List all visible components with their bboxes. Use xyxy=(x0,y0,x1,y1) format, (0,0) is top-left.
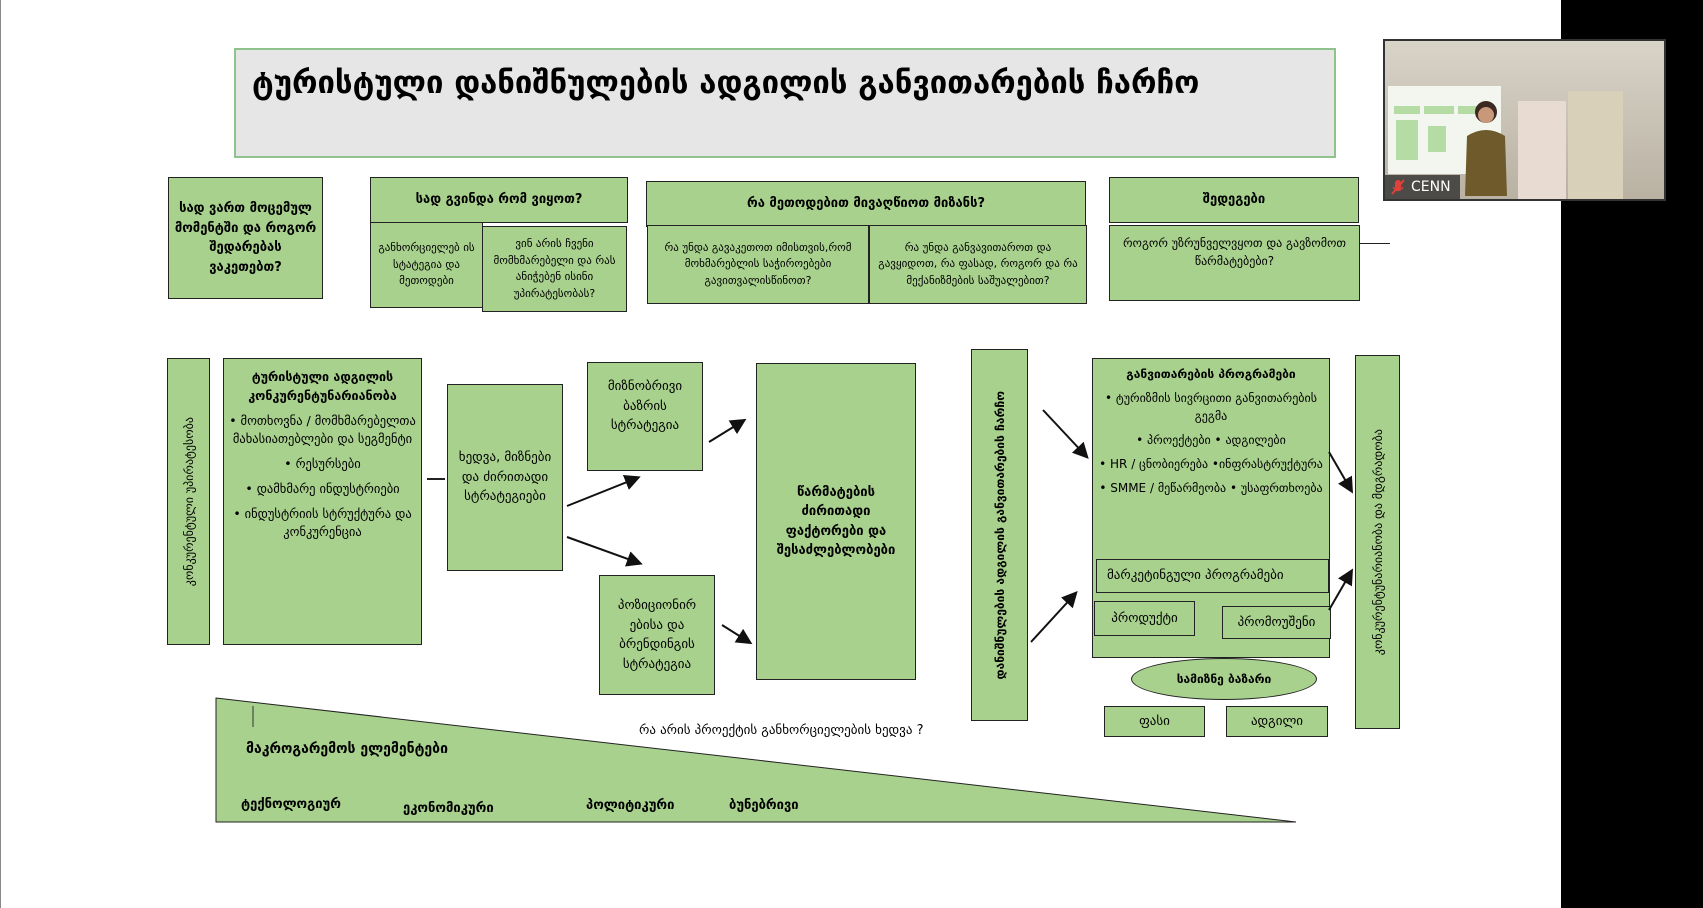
mic-muted-icon xyxy=(1391,179,1405,195)
vertical-right-box: კონკურენტუნარიანობა და მდგრადობა xyxy=(1355,355,1400,729)
participant-name: CENN xyxy=(1411,179,1451,195)
competitiveness-item: • მოთხოვნა / მომხმარებელთა მახასიათებლებ… xyxy=(229,412,416,447)
results-body: როგორ უზრუნველვყოთ და გავზომოთ წარმატებე… xyxy=(1109,225,1360,301)
place-box: ადგილი xyxy=(1226,706,1328,737)
development-item: • ტურიზმის სივრცითი განვითარების გეგმა xyxy=(1105,391,1317,423)
target-market-ellipse: სამიზნე ბაზარი xyxy=(1131,658,1317,700)
slide: ტურისტული დანიშნულების ადგილის განვითარე… xyxy=(0,0,1561,908)
projector-screen xyxy=(1388,86,1501,174)
macro-item-political: პოლიტიკური xyxy=(586,798,675,813)
target-market-strategy-box: მიზნობრივი ბაზრის სტრატეგია xyxy=(587,362,703,471)
product-box: პროდუქტი xyxy=(1094,601,1195,636)
competitiveness-item: • ინდუსტრიის სტრუქტურა და კონკურენცია xyxy=(233,505,412,540)
price-box: ფასი xyxy=(1104,706,1205,737)
implementation-vision-question: რა არის პროექტის განხორციელების ხედვა ? xyxy=(639,723,924,738)
competitiveness-title: ტურისტული ადგილის კონკურენტუნარიანობა xyxy=(248,369,397,403)
presenter-figure xyxy=(1465,101,1507,196)
customer-preferences-box: ვინ არის ჩვენი მომხმარებელი და რას ანიჭე… xyxy=(482,226,627,312)
arrow xyxy=(1328,568,1354,611)
arrow xyxy=(566,536,643,567)
promotion-box: პრომოუშენი xyxy=(1222,606,1331,639)
development-item: • SMME / მეწარმეობა • უსაფრთხოება xyxy=(1099,481,1323,495)
develop-sell-box: რა უნდა განვავითაროთ და გავყიდოთ, რა ფას… xyxy=(869,225,1087,304)
development-item: • პროექტები • ადგილები xyxy=(1136,433,1286,447)
participant-name-bar: CENN xyxy=(1385,175,1460,199)
competitiveness-item: • რესურსები xyxy=(284,456,361,471)
banner xyxy=(1568,91,1623,199)
arrows-layer xyxy=(215,409,1354,823)
banner xyxy=(1518,101,1566,199)
arrow xyxy=(1042,409,1089,459)
competitiveness-item: • დამხმარე ინდუსტრიები xyxy=(245,480,400,496)
positioning-branding-box: პოზიციონირ ებისა და ბრენდინგის სტრატეგია xyxy=(599,575,715,695)
macro-environment-title: მაკროგარემოს ელემენტები xyxy=(246,741,448,757)
vision-box: ხედვა, მიზნები და ძირითადი სტრატეგიები xyxy=(447,384,563,571)
participant-video-tile[interactable]: CENN xyxy=(1383,39,1666,201)
arrow xyxy=(1030,591,1078,643)
connector-line xyxy=(427,478,445,480)
development-programs-title: განვითარების პროგრამები xyxy=(1126,367,1296,381)
results-header: შედეგები xyxy=(1109,177,1359,223)
slide-title: ტურისტული დანიშნულების ადგილის განვითარე… xyxy=(234,48,1336,158)
arrow xyxy=(566,475,641,507)
arrow xyxy=(721,624,753,645)
marketing-programs-box: მარკეტინგული პროგრამები xyxy=(1096,559,1329,593)
customer-needs-box: რა უნდა გავაკეთოთ იმისთვის,რომ მოხმარებლ… xyxy=(647,225,869,304)
arrow xyxy=(1328,451,1354,494)
competitiveness-box: ტურისტული ადგილის კონკურენტუნარიანობა • … xyxy=(223,358,422,645)
macro-item-technological: ტექნოლოგიურ xyxy=(241,797,341,812)
connector-line xyxy=(1360,243,1390,244)
strategy-methods-box: განხორციელებ ის სტატეგია და მეთოდები xyxy=(370,222,483,308)
development-programs-box: განვითარების პროგრამები • ტურიზმის სივრც… xyxy=(1092,358,1330,562)
vertical-mid-box: დანიშნულების ადგილის განვითარების ჩარჩო xyxy=(971,349,1028,721)
macro-triangle xyxy=(215,697,1297,823)
question-methods-header: რა მეთოდებით მივაღწიოთ მიზანს? xyxy=(646,181,1086,227)
macro-item-natural: ბუნებრივი xyxy=(729,798,799,813)
macro-item-economic: ეკონომიკური xyxy=(403,801,494,816)
vertical-left-box: კონკურენტული უპირატესობა xyxy=(167,358,210,645)
success-factors-box: წარმატების ძირითადი ფაქტორები და შესაძლე… xyxy=(756,363,916,680)
development-item: • HR / ცნობიერება •ინფრასტრუქტურა xyxy=(1099,457,1323,471)
question-where-header: სად გვინდა რომ ვიყოთ? xyxy=(370,177,628,223)
arrow xyxy=(708,418,747,443)
question-current-state: სად ვართ მოცემულ მომენტში და როგორ შედარ… xyxy=(168,177,323,299)
